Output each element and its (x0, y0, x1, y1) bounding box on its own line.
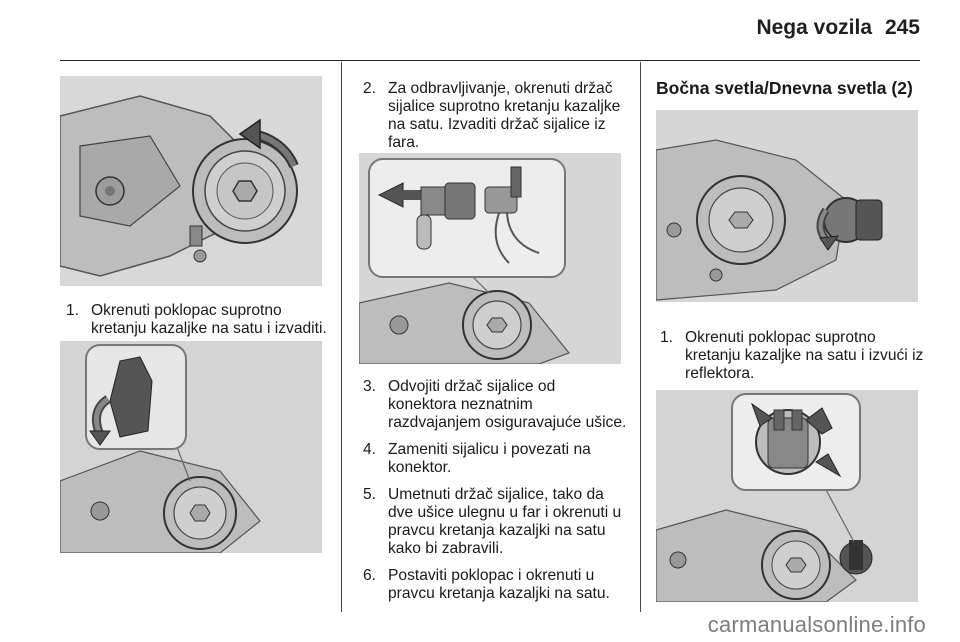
step-number: 4. (363, 441, 377, 458)
cover-removal-illustration (60, 341, 322, 553)
list-item: 4. Zameniti sijalicu i povezati na konek… (363, 441, 628, 477)
step-number: 5. (363, 486, 377, 503)
step-text: Za odbravljivanje, okrenuti držač sijali… (388, 80, 621, 151)
step-number: 1. (660, 329, 674, 346)
list-item: 3. Odvojiti držač sijalice od konektora … (363, 378, 628, 432)
step-text: Zameniti sijalicu i povezati na konektor… (388, 441, 591, 476)
step-text: Postaviti poklopac i okrenuti u pravcu k… (388, 567, 610, 602)
left-steps: 1. Okrenuti poklopac suprotno kretanju k… (66, 302, 338, 347)
step-number: 3. (363, 378, 377, 395)
step-text: Okrenuti poklopac suprotno kretanju kaza… (685, 329, 924, 382)
list-item: 1. Okrenuti poklopac suprotno kretanju k… (66, 302, 338, 338)
bulb-holder-illustration (359, 153, 621, 364)
middle-steps-top: 2. Za odbravljivanje, okrenuti držač sij… (363, 80, 628, 161)
reflector-removal-illustration (656, 390, 918, 602)
header-divider (60, 60, 920, 61)
headlamp-cover-illustration (60, 76, 322, 286)
list-item: 5. Umetnuti držač sijalice, tako da dve … (363, 486, 628, 558)
right-steps: 1. Okrenuti poklopac suprotno kretanju k… (660, 329, 928, 392)
list-item: 1. Okrenuti poklopac suprotno kretanju k… (660, 329, 928, 383)
step-number: 1. (66, 302, 80, 319)
column-divider-left (341, 62, 342, 612)
list-item: 2. Za odbravljivanje, okrenuti držač sij… (363, 80, 628, 152)
section-heading: Bočna svetla/Dnevna svetla (2) (656, 78, 913, 98)
middle-steps-bottom: 3. Odvojiti držač sijalice od konektora … (363, 378, 628, 612)
watermark: carmanualsonline.info (707, 612, 926, 637)
list-item: 6. Postaviti poklopac i okrenuti u pravc… (363, 567, 628, 603)
step-text: Okrenuti poklopac suprotno kretanju kaza… (91, 302, 327, 337)
page-section-title: Nega vozila (756, 16, 872, 39)
side-light-illustration (656, 110, 918, 302)
column-divider-right (640, 62, 641, 612)
step-text: Umetnuti držač sijalice, tako da dve uši… (388, 486, 622, 557)
step-text: Odvojiti držač sijalice od konektora nez… (388, 378, 627, 431)
step-number: 2. (363, 80, 377, 97)
page-number: 245 (884, 16, 920, 39)
step-number: 6. (363, 567, 377, 584)
